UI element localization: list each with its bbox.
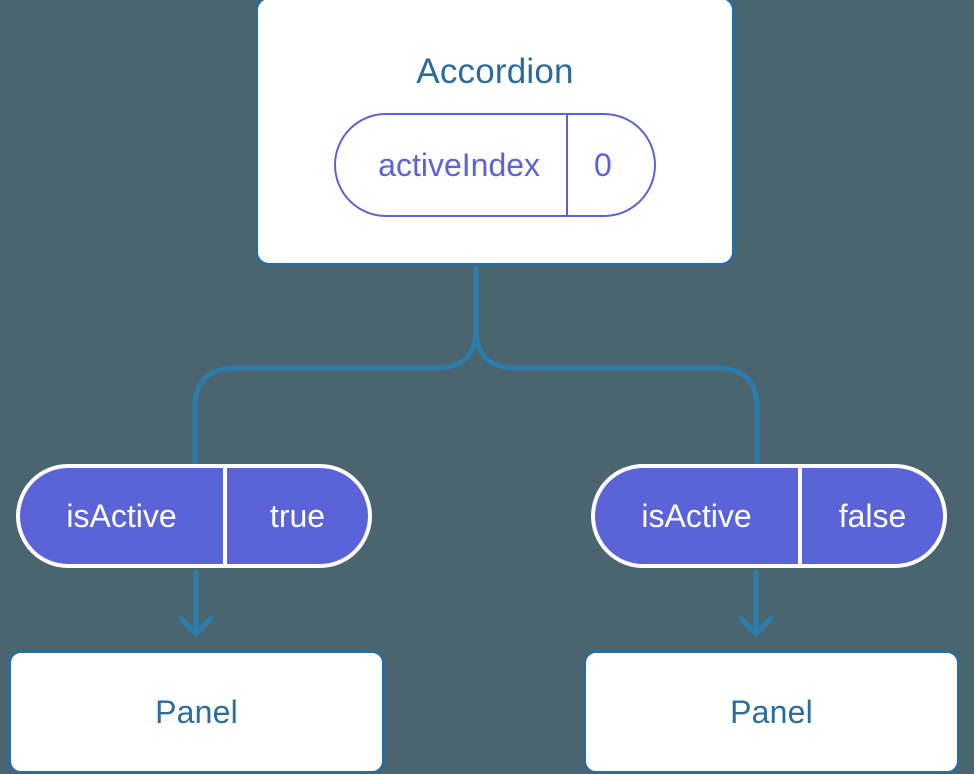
panel-title: Panel — [730, 694, 813, 730]
state-pill-key: activeIndex — [336, 115, 569, 215]
prop-pill-value: false — [838, 497, 907, 534]
panel-title: Panel — [155, 694, 238, 730]
arrow-head-left — [178, 615, 214, 637]
prop-pill-value: true — [269, 497, 326, 534]
state-pill-value: 0 — [594, 146, 612, 183]
state-pill-active-index: activeIndex 0 — [334, 113, 656, 217]
accordion-component-card: Accordion activeIndex 0 — [255, 0, 735, 266]
panel-component-card-right: Panel — [583, 650, 960, 774]
branch-connector-right — [473, 262, 760, 467]
prop-pill-is-active-true: isActive true — [16, 464, 372, 568]
prop-pill-key: isActive — [20, 468, 227, 564]
arrow-head-right — [738, 615, 774, 637]
prop-pill-is-active-false: isActive false — [591, 464, 947, 568]
accordion-title: Accordion — [416, 52, 574, 91]
prop-pill-key: isActive — [595, 468, 802, 564]
branch-connector — [192, 262, 479, 467]
panel-component-card-left: Panel — [8, 650, 385, 774]
